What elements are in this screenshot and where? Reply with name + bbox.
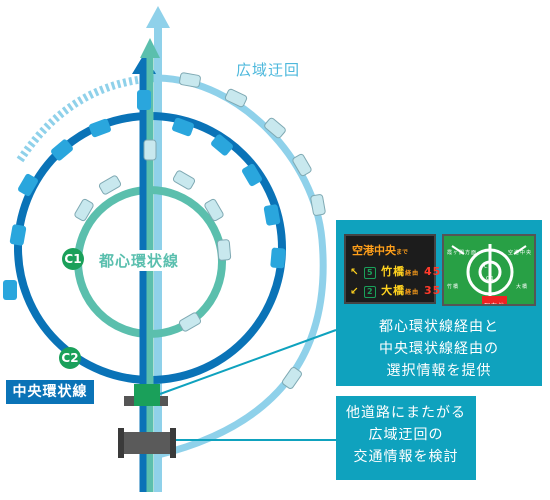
c2-badge: C2 bbox=[59, 347, 81, 369]
info-box-text: 都心環状線経由と 中央環状線経由の 選択情報を提供 bbox=[336, 316, 542, 382]
wide-detour-label: 広域迂回 bbox=[232, 58, 305, 81]
info-line: 広域迂回の bbox=[368, 427, 444, 443]
car bbox=[224, 88, 248, 108]
car bbox=[74, 198, 94, 222]
c2-cars bbox=[3, 90, 286, 300]
sign-place: 大橋 bbox=[381, 284, 406, 297]
map-label: 空港中央 bbox=[508, 250, 533, 256]
gantry-2-frame bbox=[118, 432, 176, 454]
gantry-1-panel bbox=[134, 384, 160, 406]
car bbox=[143, 139, 157, 161]
wide-detour-arrowhead bbox=[146, 6, 170, 28]
info-line: 中央環状線経由の bbox=[379, 341, 499, 357]
sign-place: 竹橋 bbox=[381, 265, 406, 278]
route-number-badge: 5 bbox=[364, 267, 377, 279]
travel-time-sign: 空港中央まで ↖ 5 竹橋経由 45分 ↙ 2 大橋経由 35分 bbox=[344, 234, 452, 304]
gantry-2-post-right bbox=[170, 428, 176, 458]
c1-badge: C1 bbox=[62, 248, 84, 270]
map-label: 大橋 bbox=[516, 284, 529, 290]
car bbox=[216, 239, 232, 261]
gantry-2-post-left bbox=[118, 428, 124, 458]
car bbox=[292, 153, 312, 177]
car bbox=[172, 117, 194, 137]
sign-route-row: ↙ 2 大橋経由 35分 bbox=[350, 280, 453, 304]
info-line: 選択情報を提供 bbox=[386, 363, 492, 379]
route-choice-info-box: 空港中央まで ↖ 5 竹橋経由 45分 ↙ 2 大橋経由 35分 霞ヶ関方面 C… bbox=[336, 220, 542, 386]
sign-destination: 空港中央まで bbox=[352, 244, 409, 257]
car bbox=[178, 312, 202, 332]
car bbox=[179, 72, 201, 88]
sign-via: 経由 bbox=[405, 289, 420, 296]
c1-cars bbox=[74, 139, 232, 332]
car bbox=[137, 90, 151, 110]
wide-detour-dotted-arc bbox=[16, 74, 159, 163]
route-map-sign: 霞ヶ関方面 C2 空港中央 C1 竹橋 大橋 現在地 A bbox=[442, 234, 536, 306]
car bbox=[242, 163, 262, 187]
map-label: 竹橋 bbox=[447, 284, 460, 290]
car bbox=[98, 175, 122, 195]
car bbox=[263, 204, 281, 226]
sign-via: 経由 bbox=[405, 270, 420, 277]
car bbox=[211, 134, 233, 156]
route-number-badge: 2 bbox=[364, 286, 377, 298]
wide-detour-info-box: 他道路にまたがる 広域迂回の 交通情報を検討 bbox=[336, 396, 476, 480]
info-line: 他道路にまたがる bbox=[346, 405, 466, 421]
car bbox=[3, 280, 17, 300]
car bbox=[9, 224, 27, 246]
info-line: 交通情報を検討 bbox=[353, 449, 459, 465]
arrow-down-left-icon: ↙ bbox=[350, 286, 360, 297]
connector-line-1 bbox=[159, 329, 337, 395]
car bbox=[89, 118, 111, 138]
arrow-up-left-icon: ↖ bbox=[350, 267, 360, 278]
car bbox=[172, 170, 196, 190]
map-corner-mark: A bbox=[447, 298, 452, 304]
c2-route-label: 中央環状線 bbox=[6, 380, 94, 404]
current-location-marker: 現在地 bbox=[482, 296, 508, 304]
wide-route-cars bbox=[179, 72, 326, 389]
car bbox=[264, 117, 286, 139]
c1-route-label: 都心環状線 bbox=[96, 250, 183, 271]
map-label: C2 bbox=[484, 264, 493, 270]
car bbox=[310, 194, 326, 216]
wide-detour-curve bbox=[157, 74, 327, 459]
car bbox=[282, 367, 302, 389]
map-label: C1 bbox=[486, 276, 495, 282]
route-map-graphic bbox=[451, 244, 527, 302]
map-label: 霞ヶ関方面 bbox=[447, 250, 478, 256]
car bbox=[204, 198, 224, 222]
c1-trunk-arrowhead bbox=[140, 38, 160, 58]
car bbox=[18, 173, 38, 197]
info-line: 都心環状線経由と bbox=[379, 319, 499, 335]
car bbox=[270, 247, 286, 269]
car bbox=[51, 139, 73, 161]
